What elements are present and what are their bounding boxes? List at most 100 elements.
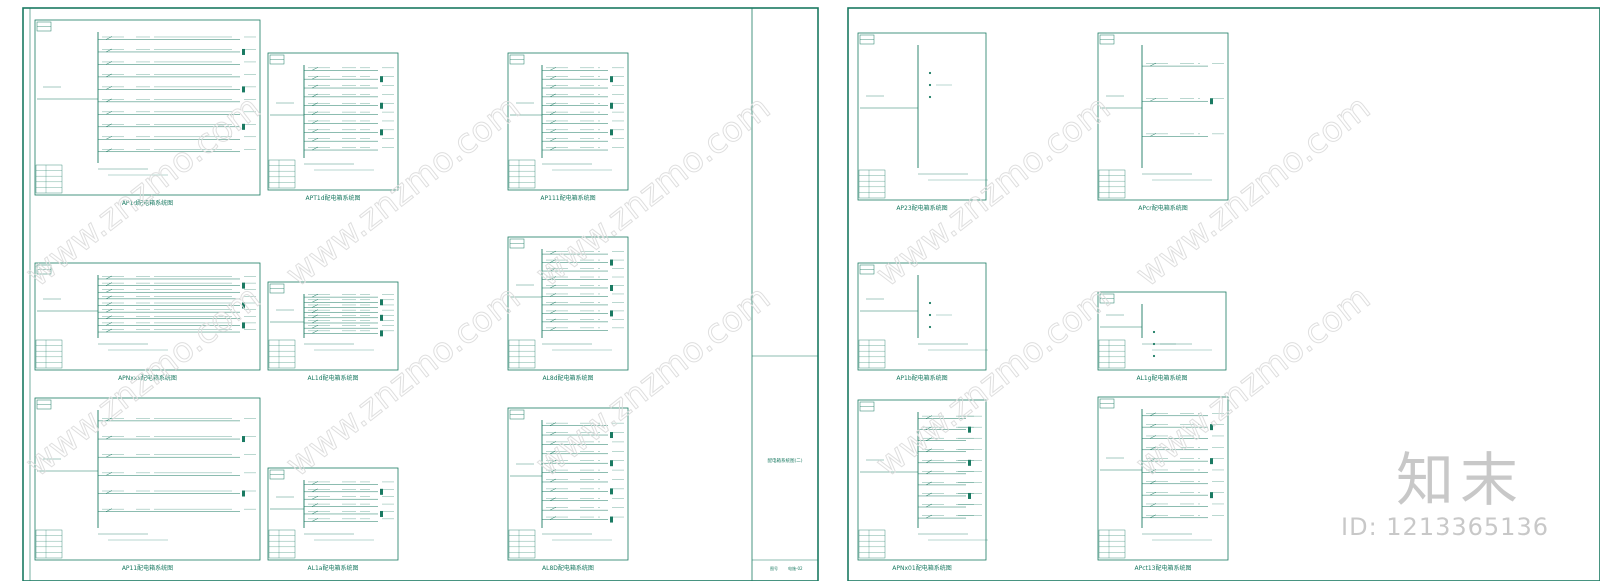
meter-block	[380, 299, 383, 306]
meter-block	[1210, 492, 1213, 499]
meter-block	[1210, 458, 1213, 465]
rating-table	[508, 159, 536, 189]
branch-circuit	[542, 276, 624, 280]
panel-p7: AP11配电箱系统图	[34, 397, 261, 572]
branch-circuit	[304, 293, 394, 298]
panel-frame	[857, 262, 987, 371]
branch-circuit	[542, 450, 624, 455]
branch-circuit	[1142, 423, 1224, 431]
branch-circuit	[98, 111, 256, 115]
meter-block	[242, 322, 245, 329]
branch-circuit	[542, 431, 624, 439]
branch-circuit	[304, 330, 394, 337]
panel-p6: AL8d配电箱系统图	[507, 236, 629, 382]
branch-circuit	[542, 478, 624, 483]
branch-circuit	[542, 318, 624, 323]
panel-frame	[267, 52, 399, 191]
branch-circuit	[304, 495, 394, 500]
branch-circuit	[918, 448, 982, 453]
meter-block	[610, 259, 613, 266]
rating-table	[268, 339, 296, 369]
branch-circuit	[98, 328, 256, 333]
meter-block	[610, 516, 613, 523]
panel-p1: AP1d配电箱系统图	[34, 19, 261, 207]
diagonal-watermark: www.znzmo.com	[869, 88, 1118, 295]
rating-table	[268, 529, 296, 559]
rating-table	[508, 339, 536, 369]
diagonal-watermark: www.znzmo.com	[19, 88, 268, 295]
meter-block	[380, 76, 383, 83]
panel-q4: AL1g配电箱系统图	[1097, 291, 1227, 382]
panel-q6: APct13配电箱系统图	[1097, 396, 1229, 572]
watermark-logo: 知末	[1395, 446, 1524, 514]
diagonal-watermark: www.znzmo.com	[19, 278, 268, 485]
branch-circuit	[542, 506, 624, 511]
branch-circuit	[1142, 469, 1224, 473]
branch-circuit	[542, 146, 624, 151]
panel-caption: AP1b配电箱系统图	[896, 374, 947, 382]
branch-circuit	[1142, 514, 1224, 519]
branch-circuit	[542, 516, 624, 523]
branch-circuit	[1142, 491, 1224, 499]
branch-circuit	[542, 120, 624, 124]
branch-circuit	[304, 319, 394, 324]
panel-caption: APct13配电箱系统图	[1134, 564, 1191, 572]
branch-circuit	[98, 148, 256, 153]
meter-block	[380, 330, 383, 337]
branch-circuit	[1142, 98, 1224, 105]
branch-circuit	[98, 86, 256, 93]
panel-caption: APNxxx配电箱系统图	[118, 374, 177, 382]
branch-circuit	[542, 469, 624, 473]
branch-circuit	[1142, 457, 1224, 465]
branch-circuit	[918, 503, 982, 508]
branch-circuit	[542, 93, 624, 98]
branch-circuit	[542, 422, 624, 426]
branch-circuit	[98, 98, 256, 103]
branch-circuit	[542, 284, 624, 291]
panel-frame	[1097, 396, 1229, 561]
continuation-dot	[928, 301, 932, 305]
rating-table	[858, 529, 886, 559]
rating-table	[268, 159, 296, 189]
meter-block	[610, 310, 613, 317]
meter-block	[610, 488, 613, 495]
meter-block	[242, 48, 245, 55]
meter-block	[242, 86, 245, 93]
meter-block	[1210, 424, 1213, 431]
title-block-sheet-no: 电施-02	[788, 565, 803, 571]
meter-block	[1210, 98, 1213, 105]
panel-frame	[507, 236, 629, 371]
rating-table	[1098, 169, 1126, 199]
rating-table	[35, 529, 63, 559]
panel-frame	[34, 19, 261, 196]
panel-p3: AP111配电箱系统图	[507, 52, 629, 202]
rating-table	[1098, 529, 1126, 559]
panel-q1: AP23配电箱系统图	[857, 32, 988, 212]
meter-block	[380, 314, 383, 321]
branch-circuit	[1142, 435, 1224, 439]
panel-caption: AP111配电箱系统图	[540, 194, 595, 202]
branch-circuit	[542, 75, 624, 83]
rating-table	[858, 339, 886, 369]
meter-block	[610, 129, 613, 136]
panel-caption: AL1a配电箱系统图	[308, 564, 359, 572]
branch-circuit	[918, 415, 982, 419]
branch-circuit	[98, 282, 256, 289]
branch-circuit	[918, 492, 982, 499]
branch-circuit	[542, 84, 624, 89]
panel-p5: AL1d配电箱系统图	[267, 281, 399, 382]
branch-circuit	[542, 102, 624, 109]
continuation-dot	[928, 95, 932, 99]
branch-circuit	[542, 250, 624, 255]
branch-circuit	[304, 120, 394, 124]
branch-circuit	[98, 417, 256, 422]
meter-block	[610, 460, 613, 467]
rating-table	[508, 529, 536, 559]
branch-circuit	[98, 123, 256, 130]
branch-circuit	[304, 304, 394, 308]
continuation-dot	[928, 313, 932, 317]
panel-p9: AL8D配电箱系统图	[507, 407, 629, 572]
branch-circuit	[98, 136, 256, 140]
